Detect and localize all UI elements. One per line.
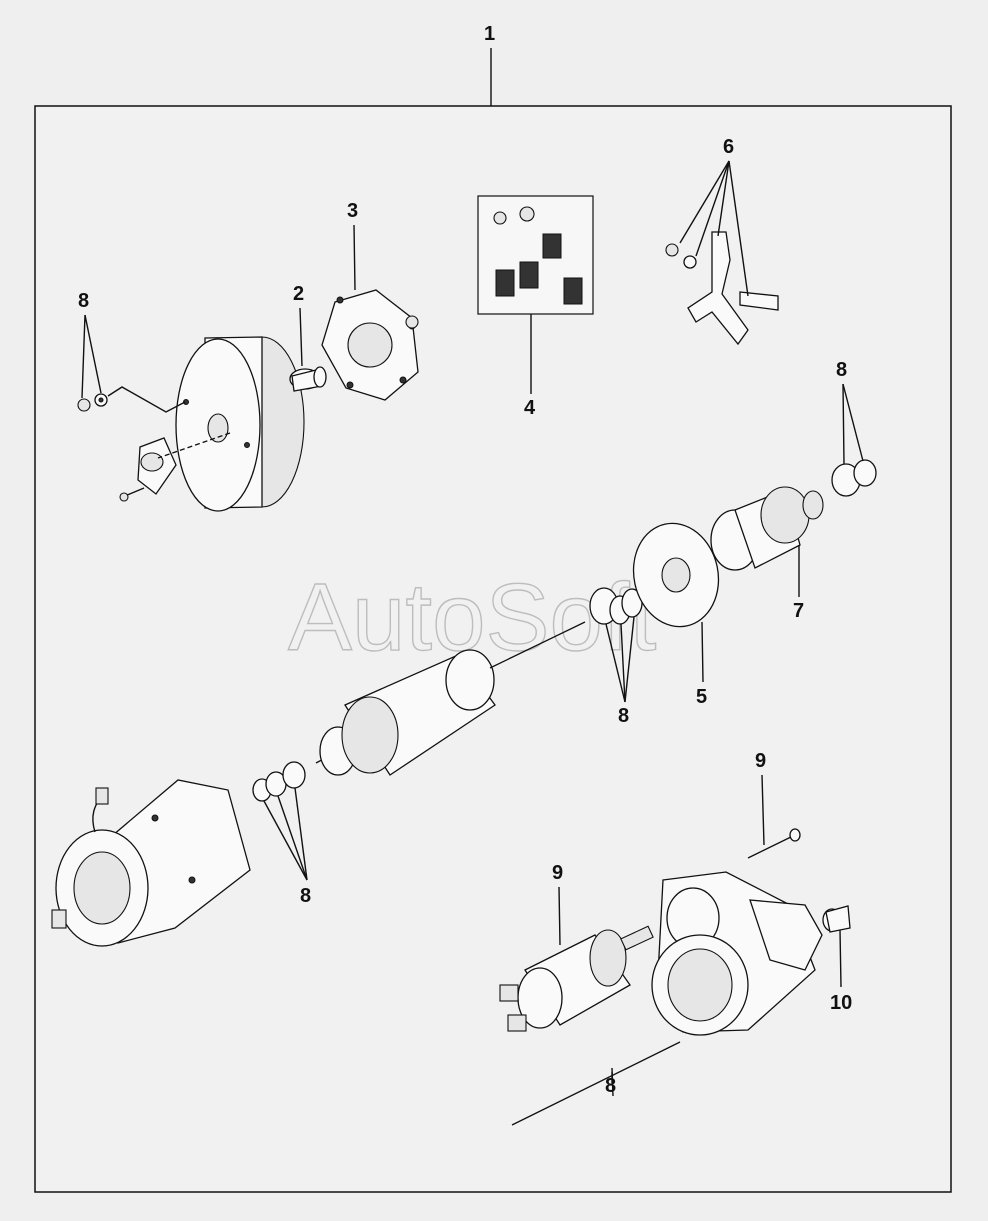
drive-pinion-7 xyxy=(710,486,824,571)
long-stud xyxy=(511,1041,681,1126)
callout-5: 5 xyxy=(696,686,707,708)
callout-1: 1 xyxy=(484,23,495,45)
armature xyxy=(315,621,586,776)
yoke-field-frame xyxy=(51,779,251,947)
callout-8d: 8 xyxy=(300,885,311,907)
rear-cover xyxy=(175,336,305,512)
bushing-10 xyxy=(822,905,851,933)
front-housing xyxy=(651,871,823,1036)
callout-8b: 8 xyxy=(836,359,847,381)
nut-washer-left xyxy=(77,386,186,413)
callout-9b: 9 xyxy=(552,862,563,884)
callout-7: 7 xyxy=(793,600,804,622)
screw xyxy=(119,487,145,502)
washers-armature-end xyxy=(589,587,643,625)
callout-8e: 8 xyxy=(605,1075,616,1097)
callout-10: 10 xyxy=(830,992,852,1014)
washers-yoke xyxy=(252,761,306,802)
callout-9a: 9 xyxy=(755,750,766,772)
end-cap xyxy=(137,437,177,495)
callout-2: 2 xyxy=(293,283,304,305)
callout-8a: 8 xyxy=(78,290,89,312)
callout-3: 3 xyxy=(347,200,358,222)
bushing-2 xyxy=(289,366,327,392)
brush-holder-plate-3 xyxy=(321,289,419,401)
drive-end-plate-5 xyxy=(632,522,720,628)
callout-4: 4 xyxy=(524,397,536,419)
callout-6: 6 xyxy=(723,136,734,158)
collar-ring xyxy=(831,459,877,497)
drive-lever-6 xyxy=(665,231,779,346)
solenoid-switch xyxy=(499,925,654,1032)
through-bolt-upper xyxy=(747,828,801,859)
brush-kit-4 xyxy=(477,195,594,315)
callout-8c: 8 xyxy=(618,705,629,727)
